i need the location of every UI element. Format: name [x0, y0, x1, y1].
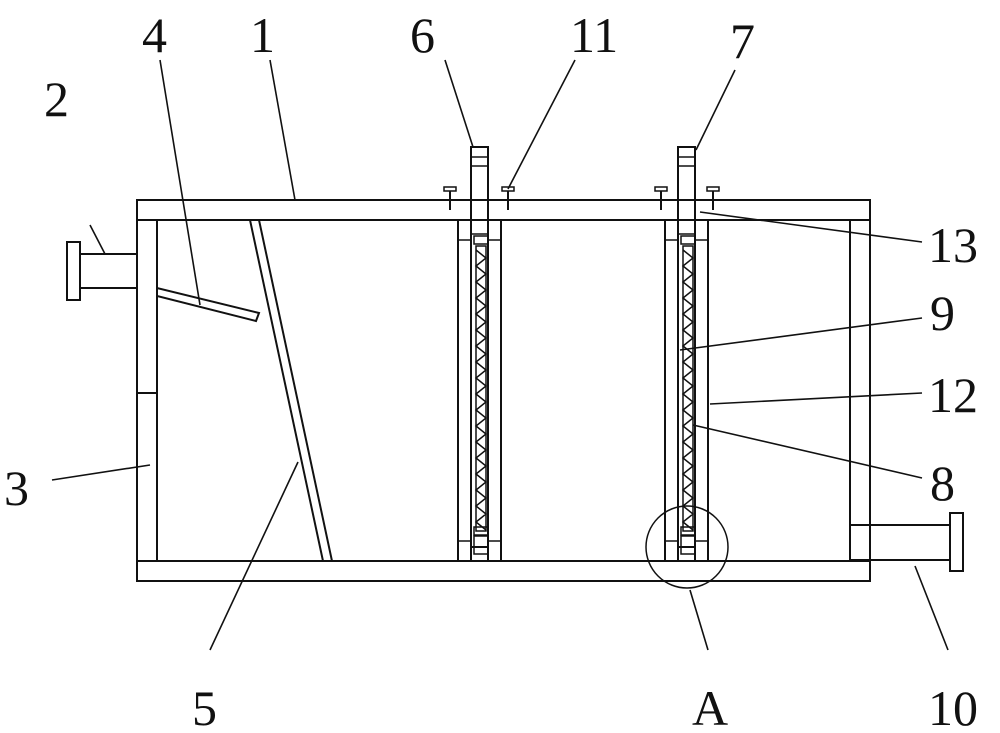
filter-mesh-right	[681, 249, 695, 531]
deflector-plate	[156, 286, 261, 323]
label-6: 6	[410, 7, 435, 63]
outlet-flange	[949, 512, 964, 572]
label-4: 4	[142, 7, 167, 63]
label-12: 12	[928, 367, 978, 423]
label-5: 5	[192, 680, 217, 733]
label-9: 9	[930, 285, 955, 341]
label-7: 7	[730, 13, 755, 69]
label-3: 3	[4, 460, 29, 516]
filter-mesh-left	[474, 249, 488, 531]
bolts-right	[654, 186, 720, 210]
detail-circle-a	[645, 505, 729, 589]
part-labels: 1 2 3 4 5 6 7 8 9 10 11 12 13 A	[4, 7, 978, 733]
leader-lines	[51, 59, 949, 651]
label-11: 11	[570, 7, 618, 63]
bottom-wall	[136, 560, 871, 582]
guide-rail-right	[487, 219, 502, 562]
bolts-left	[443, 186, 515, 210]
filter-assembly-left	[457, 146, 502, 562]
label-detail-a: A	[692, 680, 728, 733]
label-1: 1	[250, 7, 275, 63]
right-wall	[849, 219, 871, 526]
side-door	[136, 392, 158, 562]
label-2: 2	[44, 71, 69, 127]
outlet-pipe	[849, 512, 964, 572]
inlet-pipe	[66, 241, 138, 301]
right-wall-outlet-section	[849, 524, 871, 562]
top-wall	[136, 199, 871, 221]
inclined-screen	[248, 219, 334, 562]
label-13: 13	[928, 217, 978, 273]
left-wall	[136, 219, 158, 394]
inlet-flange	[66, 241, 81, 301]
label-8: 8	[930, 455, 955, 511]
tank-body	[136, 199, 871, 582]
filter-assembly-right	[664, 146, 709, 562]
label-10: 10	[928, 680, 978, 733]
guide-rail-left	[457, 219, 472, 562]
